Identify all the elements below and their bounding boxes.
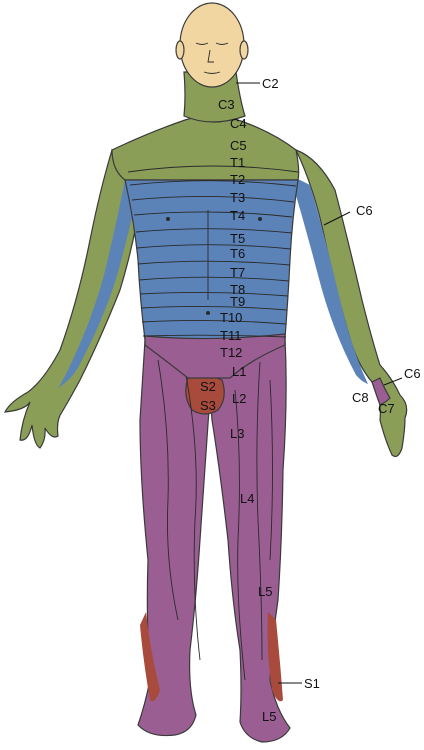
label-t1: T1 [230, 155, 245, 170]
label-l5-leg: L5 [258, 584, 272, 599]
label-t5: T5 [230, 231, 245, 246]
label-t4: T4 [230, 208, 245, 223]
head-shape [179, 2, 245, 88]
label-s3: S3 [200, 398, 216, 413]
label-t7: T7 [230, 265, 245, 280]
dermatome-labels: C2 C3 C4 C5 C6 C6 C7 C8 T1 T2 T3 T4 T5 T… [200, 76, 421, 724]
label-c2: C2 [262, 76, 279, 91]
torso [111, 71, 300, 379]
navel [206, 311, 210, 315]
left-ear [175, 40, 185, 60]
right-nipple [258, 217, 262, 221]
label-l1: L1 [232, 364, 246, 379]
right-ear [239, 40, 249, 60]
label-c6-arm: C6 [356, 203, 373, 218]
s1-right-strip [267, 612, 283, 702]
label-l3: L3 [230, 426, 244, 441]
head [175, 2, 249, 88]
label-l4: L4 [240, 491, 254, 506]
label-s2: S2 [200, 379, 216, 394]
label-t6: T6 [230, 246, 245, 261]
label-t2: T2 [230, 172, 245, 187]
label-t12: T12 [220, 345, 242, 360]
label-t8: T8 [230, 282, 245, 297]
hands [371, 377, 391, 406]
neck [183, 71, 246, 123]
label-t3: T3 [230, 190, 245, 205]
label-t11: T11 [220, 328, 241, 343]
label-c5: C5 [230, 138, 247, 153]
left-nipple [166, 217, 170, 221]
left-arm-inner-band [58, 180, 138, 388]
label-t10: T10 [220, 310, 242, 325]
label-l2: L2 [232, 391, 246, 406]
label-l5-foot: L5 [262, 709, 276, 724]
left-leg [137, 339, 211, 737]
label-c3: C3 [218, 97, 235, 112]
leader-lines [236, 82, 403, 684]
label-c4: C4 [230, 116, 247, 131]
left-arm [3, 148, 141, 449]
right-hand-c8 [371, 377, 391, 406]
right-arm-inner-band [290, 175, 368, 384]
trunk-lumbar [144, 333, 286, 379]
trunk-thoracic [124, 179, 299, 341]
s1-left-strip [140, 612, 160, 702]
label-t9: T9 [230, 294, 245, 309]
label-c8: C8 [352, 390, 369, 405]
legs [137, 337, 291, 743]
label-s1: S1 [304, 676, 320, 691]
label-c7: C7 [378, 401, 395, 416]
label-c6-hand: C6 [404, 366, 421, 381]
